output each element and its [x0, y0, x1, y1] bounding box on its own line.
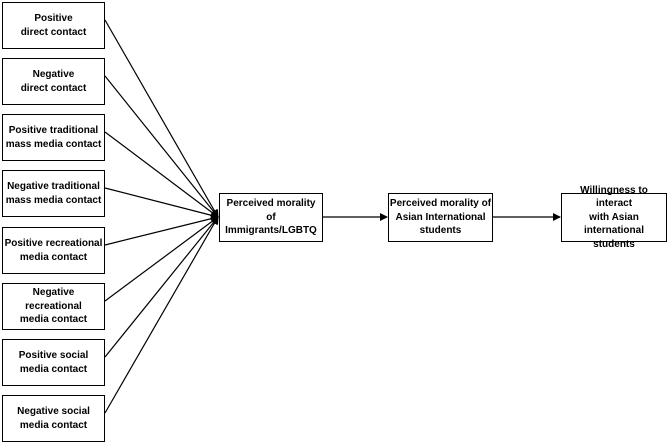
box-label: Positive direct contact [20, 13, 87, 38]
edge-positive-social-media-contact [104, 216, 219, 358]
edge-positive-recreational-media-contact [104, 214, 219, 246]
edge-positive-traditional-mass-media-contact [104, 131, 219, 218]
box-negative-social-media-contact: Negative social media contact [2, 395, 105, 442]
box-positive-recreational-media-contact: Positive recreational media contact [2, 227, 105, 274]
box-perceived-morality-asian-international-students: Perceived morality of Asian Internationa… [388, 193, 493, 242]
box-label: Negative traditional mass media contact [5, 181, 102, 206]
box-negative-recreational-media-contact: Negative recreational media contact [2, 283, 105, 330]
box-positive-direct-contact: Positive direct contact [2, 2, 105, 49]
box-label: Willingness to interact with Asian inter… [580, 184, 648, 250]
edge-negative-direct-contact [104, 75, 219, 218]
box-label: Positive social media contact [18, 350, 89, 375]
edge-negative-recreational-media-contact [104, 216, 219, 302]
box-label: Perceived morality of Asian Internationa… [389, 198, 492, 237]
box-negative-traditional-mass-media-contact: Negative traditional mass media contact [2, 170, 105, 217]
box-label: Perceived morality of Immigrants/LGBTQ [225, 198, 317, 237]
box-negative-direct-contact: Negative direct contact [2, 58, 105, 105]
box-positive-traditional-mass-media-contact: Positive traditional mass media contact [2, 114, 105, 161]
box-label: Positive traditional mass media contact [5, 125, 102, 150]
edge-negative-social-media-contact [104, 216, 219, 414]
box-label: Negative direct contact [20, 69, 87, 94]
box-willingness-to-interact: Willingness to interact with Asian inter… [561, 185, 667, 250]
box-label: Positive recreational media contact [4, 238, 103, 263]
edge-negative-traditional-mass-media-contact [104, 187, 219, 220]
box-positive-social-media-contact: Positive social media contact [2, 339, 105, 386]
box-label: Negative social media contact [17, 406, 90, 431]
box-label: Negative recreational media contact [19, 287, 88, 326]
edge-positive-direct-contact [104, 19, 219, 218]
box-perceived-morality-immigrants-lgbtq: Perceived morality of Immigrants/LGBTQ [219, 193, 323, 242]
